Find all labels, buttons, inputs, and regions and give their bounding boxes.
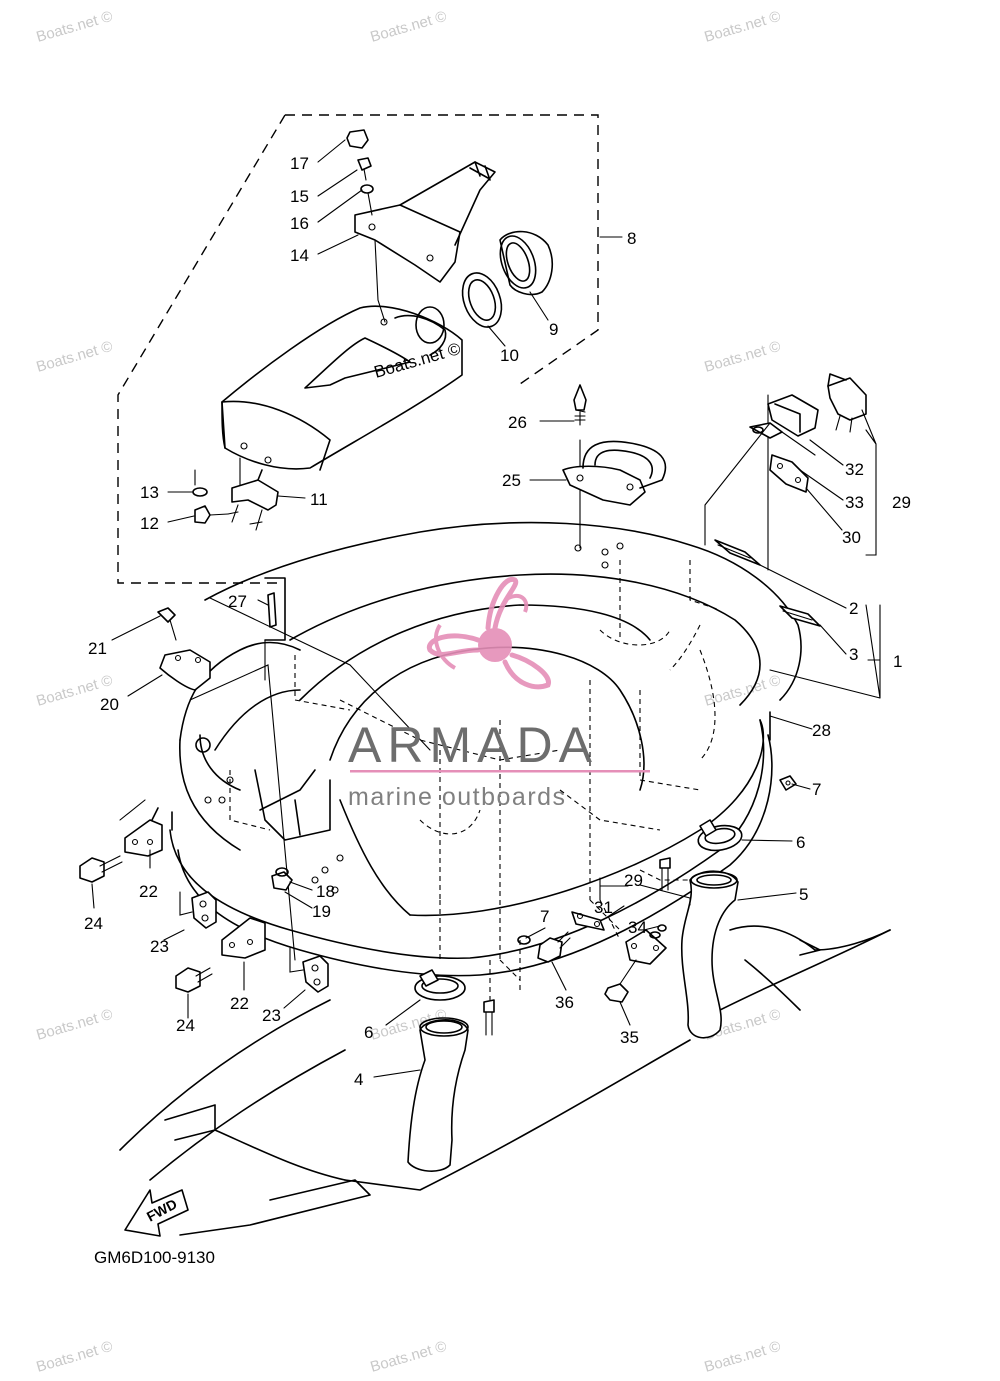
watermark: Boats.net © bbox=[702, 8, 782, 46]
callout-4: 4 bbox=[354, 1070, 363, 1089]
hinge-parts bbox=[704, 373, 867, 546]
diagram-code: GM6D100-9130 bbox=[94, 1248, 215, 1267]
callout-22: 22 bbox=[230, 994, 249, 1013]
brand-tagline: marine outboards bbox=[348, 783, 567, 811]
callout-15: 15 bbox=[290, 187, 309, 206]
callout-26: 26 bbox=[508, 413, 527, 432]
callout-7: 7 bbox=[540, 907, 549, 926]
callout-leaders bbox=[91, 139, 881, 1078]
callout-7: 7 bbox=[812, 780, 821, 799]
watermark: Boats.net © bbox=[702, 338, 782, 376]
watermark: Boats.net © bbox=[368, 1338, 448, 1376]
hose-parts bbox=[407, 624, 797, 1172]
callout-23: 23 bbox=[150, 937, 169, 956]
callout-36: 36 bbox=[555, 993, 574, 1012]
callout-labels: 17 15 16 14 8 9 10 26 25 13 12 11 27 21 … bbox=[84, 154, 911, 1089]
callout-13: 13 bbox=[140, 483, 159, 502]
callout-9: 9 bbox=[549, 320, 558, 339]
callout-23: 23 bbox=[262, 1006, 281, 1025]
callout-2: 2 bbox=[849, 599, 858, 618]
callout-28: 28 bbox=[812, 721, 831, 740]
callout-19: 19 bbox=[312, 902, 331, 921]
hull-bottom bbox=[119, 925, 891, 1236]
callout-22: 22 bbox=[139, 882, 158, 901]
callout-10: 10 bbox=[500, 346, 519, 365]
callout-29: 29 bbox=[624, 871, 643, 890]
callout-14: 14 bbox=[290, 246, 309, 265]
watermark: Boats.net © bbox=[34, 1006, 114, 1044]
callout-33: 33 bbox=[845, 493, 864, 512]
brand-underline bbox=[350, 770, 650, 773]
callout-6: 6 bbox=[796, 833, 805, 852]
hood-assembly bbox=[192, 129, 554, 531]
callout-16: 16 bbox=[290, 214, 309, 233]
brand-name: ARMADA bbox=[348, 717, 598, 773]
hook-parts bbox=[562, 384, 667, 506]
watermark: Boats.net © bbox=[34, 1338, 114, 1376]
fwd-arrow: FWD bbox=[124, 1189, 189, 1237]
callout-17: 17 bbox=[290, 154, 309, 173]
callout-27: 27 bbox=[228, 592, 247, 611]
callout-18: 18 bbox=[316, 882, 335, 901]
callout-24: 24 bbox=[176, 1016, 195, 1035]
callout-29: 29 bbox=[892, 493, 911, 512]
callout-6: 6 bbox=[364, 1023, 373, 1042]
callout-34: 34 bbox=[628, 918, 647, 937]
callout-3: 3 bbox=[849, 645, 858, 664]
callout-25: 25 bbox=[502, 471, 521, 490]
assembly-8-dashed-boundary bbox=[117, 114, 599, 584]
callout-20: 20 bbox=[100, 695, 119, 714]
armada-logo: ARMADA marine outboards bbox=[348, 576, 650, 811]
callout-31: 31 bbox=[594, 898, 613, 917]
callout-12: 12 bbox=[140, 514, 159, 533]
watermark: Boats.net © bbox=[34, 8, 114, 46]
callout-30: 30 bbox=[842, 528, 861, 547]
callout-32: 32 bbox=[845, 460, 864, 479]
callout-21: 21 bbox=[88, 639, 107, 658]
watermark: Boats.net © bbox=[34, 338, 114, 376]
callout-5: 5 bbox=[799, 885, 808, 904]
callout-8: 8 bbox=[627, 229, 636, 248]
callout-1: 1 bbox=[893, 652, 902, 671]
callout-35: 35 bbox=[620, 1028, 639, 1047]
watermark: Boats.net © bbox=[702, 1338, 782, 1376]
propeller-logo-icon bbox=[426, 576, 551, 690]
front-parts bbox=[79, 577, 431, 993]
callout-24: 24 bbox=[84, 914, 103, 933]
callout-11: 11 bbox=[310, 490, 328, 509]
watermark: Boats.net © bbox=[368, 8, 448, 46]
